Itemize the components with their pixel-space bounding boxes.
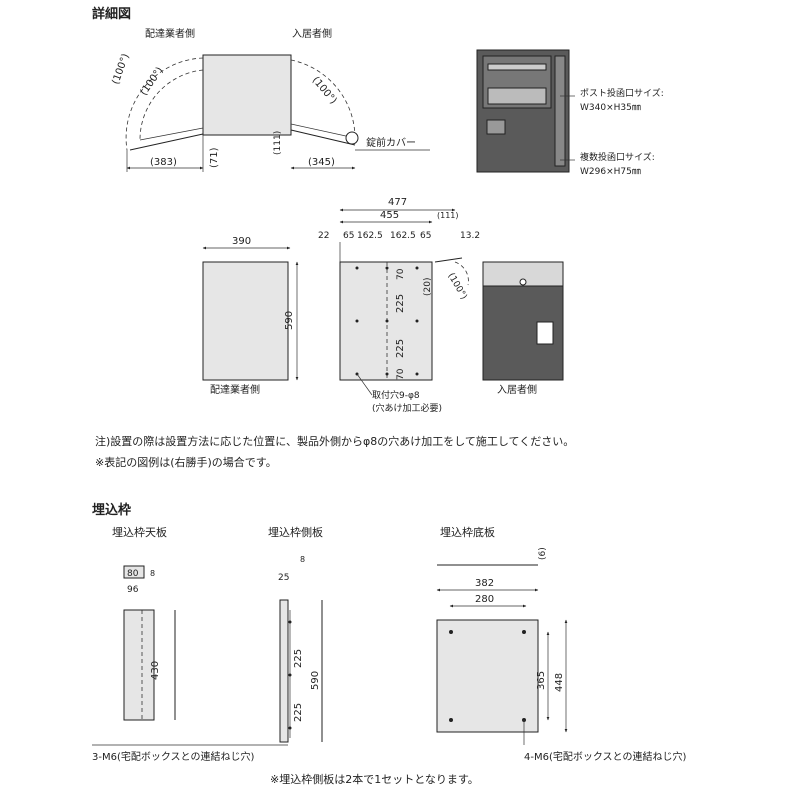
product-front-view: ポスト投函口サイズ: W340×H35㎜ 複数投函口サイズ: W296×H75㎜ xyxy=(476,49,664,177)
dim-20: (20) xyxy=(423,278,433,296)
notes: 注)設置の際は設置方法に応じた位置に、製品外側からφ8の穴あけ加工をして施工して… xyxy=(95,434,574,469)
tp-96: 96 xyxy=(127,585,139,595)
sp-8: 8 xyxy=(300,555,305,564)
lock-knob-icon xyxy=(345,131,359,145)
dim-70b: 70 xyxy=(396,368,406,380)
bottom-plate-body xyxy=(436,619,539,733)
control-panel-icon xyxy=(486,119,506,135)
dim-345: (345) xyxy=(308,157,335,168)
footnote: ※埋込枠側板は2本で1セットとなります。 xyxy=(270,772,479,786)
dim-225a: 225 xyxy=(395,294,406,313)
angle-100: (100°) xyxy=(445,272,468,302)
angle-inner-left: (100°) xyxy=(138,65,165,98)
lock-cover-label: 錠前カバー xyxy=(366,136,416,149)
bottom-plate-title: 埋込枠底板 xyxy=(440,525,495,539)
angle-right: (100°) xyxy=(310,75,339,107)
angle-outer-left: (100°) xyxy=(110,52,131,86)
dim-13-2: 13.2 xyxy=(460,231,480,241)
sp-225b: 225 xyxy=(293,703,304,722)
bp-365: 365 xyxy=(536,671,547,690)
multi-slot-label: 複数投函口サイズ: xyxy=(580,151,655,163)
top-plan-view: 配達業者側 入居者側 (100°) (100°) (100°) (383) (7… xyxy=(110,27,430,172)
sp-25: 25 xyxy=(278,573,289,583)
sp-225a: 225 xyxy=(293,649,304,668)
caption-delivery: 配達業者側 xyxy=(210,383,260,396)
bp-280: 280 xyxy=(475,594,494,605)
m6-left: 3-M6(宅配ボックスとの連結ねじ穴) xyxy=(92,750,254,763)
dim-383: (383) xyxy=(150,157,177,168)
front-dimension-view: 477 455 (111) 22 65 162.5 162.5 65 13.2 … xyxy=(318,197,480,414)
post-slot-size: W340×H35㎜ xyxy=(580,103,641,113)
dim-22: 22 xyxy=(318,231,329,241)
hole-label: 取付穴9-φ8 xyxy=(372,389,420,401)
hole-note: (穴あけ加工必要) xyxy=(372,402,442,414)
display-window xyxy=(536,321,554,345)
note-line-1: 注)設置の際は設置方法に応じた位置に、製品外側からφ8の穴あけ加工をして施工して… xyxy=(95,434,574,448)
post-slot xyxy=(487,63,547,71)
sp-590: 590 xyxy=(310,671,321,690)
dim-390: 390 xyxy=(232,236,251,247)
top-plate-title: 埋込枠天板 xyxy=(112,525,167,539)
dim-590: 590 xyxy=(284,311,295,330)
frame-bottom-plate: 埋込枠底板 (6) 382 280 365 448 xyxy=(436,525,568,733)
frame-heading: 埋込枠 xyxy=(92,502,131,518)
label-delivery-side: 配達業者側 xyxy=(145,27,195,40)
resident-side-view: 入居者側 xyxy=(482,261,564,396)
dim-162-5a: 162.5 xyxy=(357,231,383,241)
dim-225b: 225 xyxy=(395,339,406,358)
top-plate-body xyxy=(123,609,155,721)
dim-455: 455 xyxy=(380,210,399,221)
side-panel xyxy=(202,261,289,381)
dim-111: (111) xyxy=(273,131,283,155)
delivery-side-view: 390 590 配達業者側 xyxy=(202,236,299,396)
dim-65a: 65 xyxy=(343,231,354,241)
m6-right: 4-M6(宅配ボックスとの連結ねじ穴) xyxy=(524,750,686,763)
lock-icon xyxy=(519,278,527,286)
bp-448: 448 xyxy=(554,673,565,692)
tp-8: 8 xyxy=(150,569,155,578)
label-resident-side: 入居者側 xyxy=(292,27,332,40)
bp-382: 382 xyxy=(475,578,494,589)
caption-resident: 入居者側 xyxy=(497,383,537,396)
frame-side-plate: 埋込枠側板 8 25 225 225 590 xyxy=(268,525,323,743)
side-plate-title: 埋込枠側板 xyxy=(268,525,323,539)
detail-heading: 詳細図 xyxy=(92,6,131,22)
three-views: 390 590 配達業者側 477 455 (111) 22 65 162.5 … xyxy=(202,197,564,414)
dim-162-5b: 162.5 xyxy=(390,231,416,241)
dim-111b: (111) xyxy=(437,211,459,220)
detail-section: 詳細図 配達業者側 入居者側 (100°) (100°) (100°) (383… xyxy=(92,6,664,177)
tp-430: 430 xyxy=(150,661,161,680)
side-plate-body xyxy=(279,599,289,743)
dim-65b: 65 xyxy=(420,231,431,241)
frame-top-plate: 埋込枠天板 80 8 96 430 xyxy=(112,525,176,721)
box-body-plan xyxy=(202,54,292,136)
frame-section: 埋込枠 埋込枠天板 80 8 96 430 埋込枠側板 8 25 225 225 xyxy=(92,502,686,786)
dim-70a: 70 xyxy=(396,268,406,280)
mounting-holes xyxy=(355,266,419,376)
note-line-2: ※表記の図例は(右勝手)の場合です。 xyxy=(95,455,277,469)
bp-6: (6) xyxy=(538,547,548,560)
dim-477: 477 xyxy=(388,197,407,208)
multi-slot xyxy=(487,87,547,105)
tp-80: 80 xyxy=(127,569,139,579)
multi-slot-size: W296×H75㎜ xyxy=(580,167,641,177)
post-slot-label: ポスト投函口サイズ: xyxy=(580,87,664,99)
dim-71: (71) xyxy=(209,147,220,168)
